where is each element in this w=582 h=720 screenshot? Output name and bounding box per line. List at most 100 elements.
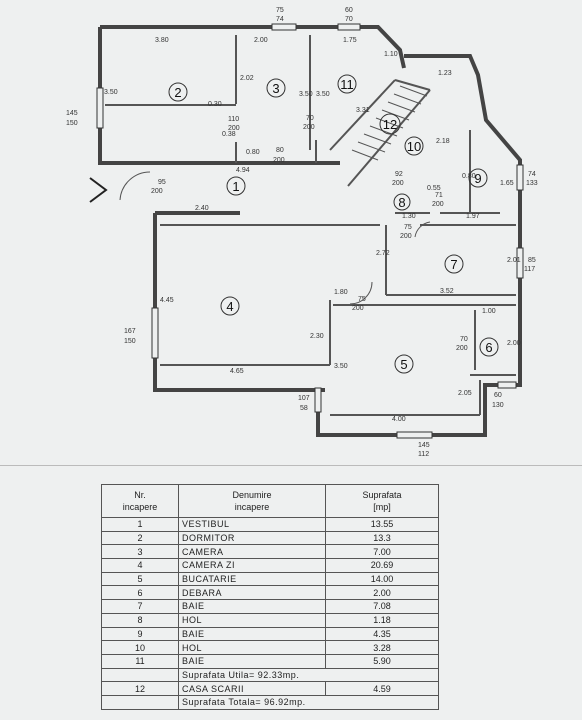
divider [0,465,582,466]
dim-label: 0.55 [427,185,441,192]
dim-label: 3.50 [334,363,348,370]
cell-name: HOL [178,640,326,655]
cell-name: CASA SCARII [178,681,326,696]
cell-name: VESTIBUL [178,517,326,532]
col-header-area: Suprafata [mp] [325,484,439,518]
cell-name: BAIE [178,599,326,614]
table-row-subtotal: Suprafata Utila= 92.33mp. [101,667,439,683]
cell-area: 20.69 [325,558,439,573]
dim-label: 1.23 [438,70,452,77]
dim-label: 1.10 [384,51,398,58]
dim-label: 3.52 [440,288,454,295]
dim-label: 3.50 [316,91,330,98]
dim-label: 75 [358,296,366,303]
cell-nr: 12 [101,681,179,696]
dim-label: 1.75 [343,37,357,44]
dim-label: 200 [352,305,364,312]
dim-label: 1.00 [482,308,496,315]
dim-label: 74 [528,171,536,178]
cell-name: BAIE [178,653,326,669]
dim-label: 60 [494,392,502,399]
entrance-arrow-icon [89,177,108,203]
cell-nr: 1 [101,517,179,532]
room-label-10: 10 [407,139,421,154]
dim-label: 1.65 [500,180,514,187]
room-label-2: 2 [174,85,181,100]
dim-label: 4.00 [392,416,406,423]
util-area-text: Suprafata Utila= 92.33mp. [178,667,439,683]
dim-label: 58 [300,405,308,412]
table-row-total: Suprafata Totala= 96.92mp. [101,694,439,710]
dim-label: 1.30 [402,213,416,220]
dim-label: 2.00 [507,340,521,347]
dim-label: 133 [526,180,538,187]
dim-label: 167 [124,328,136,335]
room-label-11: 11 [340,77,354,92]
dim-label: 3.31 [356,107,370,114]
room-label-3: 3 [272,81,279,96]
dim-label: 71 [435,192,443,199]
total-area-text: Suprafata Totala= 96.92mp. [178,694,439,710]
cell-name: DORMITOR [178,530,326,546]
cell-area: 3.28 [325,640,439,655]
dim-label: 150 [124,338,136,345]
dim-label: 70 [345,16,353,23]
cell-name: DEBARA [178,585,326,601]
dim-label: 70 [460,336,468,343]
dim-label: 2.05 [458,390,472,397]
room-label-7: 7 [450,257,457,272]
dim-label: 2.72 [376,250,390,257]
cell-nr: 2 [101,530,179,546]
room-label-12: 12 [383,117,397,132]
cell-area: 4.59 [325,681,439,696]
dim-label: 200 [400,233,412,240]
header-text: Nr. [134,490,146,500]
dim-label: 110 [228,116,239,123]
dim-label: 3.50 [104,89,118,96]
room-label-6: 6 [485,340,492,355]
dim-label: 70 [306,115,314,122]
cell-area: 7.08 [325,599,439,614]
dim-label: 200 [228,125,240,132]
dim-label: 2.18 [436,138,450,145]
dim-label: 4.45 [160,297,174,304]
cell-empty [101,694,179,710]
cell-empty [101,667,179,683]
dim-label: 95 [158,179,166,186]
dim-label: 0.38 [222,131,236,138]
cell-area: 14.00 [325,571,439,587]
dim-label: 2.02 [240,75,254,82]
cell-area: 4.35 [325,626,439,642]
cell-name: BAIE [178,626,326,642]
cell-nr: 10 [101,640,179,655]
header-text: incapere [234,502,270,512]
dim-label: 130 [492,402,504,409]
dim-label: 107 [298,395,310,402]
cell-nr: 7 [101,599,179,614]
dim-label: 200 [273,157,285,164]
dim-label: 145 [66,110,78,117]
dim-label: 0.30 [208,101,222,108]
dim-label: 200 [303,124,315,131]
cell-nr: 4 [101,558,179,573]
cell-name: CAMERA ZI [178,558,326,573]
dim-label: 4.65 [230,368,244,375]
dim-label: 1.80 [334,289,348,296]
dim-label: 3.50 [299,91,313,98]
dim-label: 200 [432,201,444,208]
room-label-8: 8 [398,195,405,210]
dim-label: 3.80 [155,37,169,44]
dim-label: 2.00 [254,37,268,44]
cell-nr: 8 [101,612,179,628]
cell-nr: 5 [101,571,179,587]
cell-nr: 6 [101,585,179,601]
dim-label: 85 [528,257,536,264]
room-label-9: 9 [474,171,481,186]
cell-name: HOL [178,612,326,628]
cell-area: 7.00 [325,544,439,560]
